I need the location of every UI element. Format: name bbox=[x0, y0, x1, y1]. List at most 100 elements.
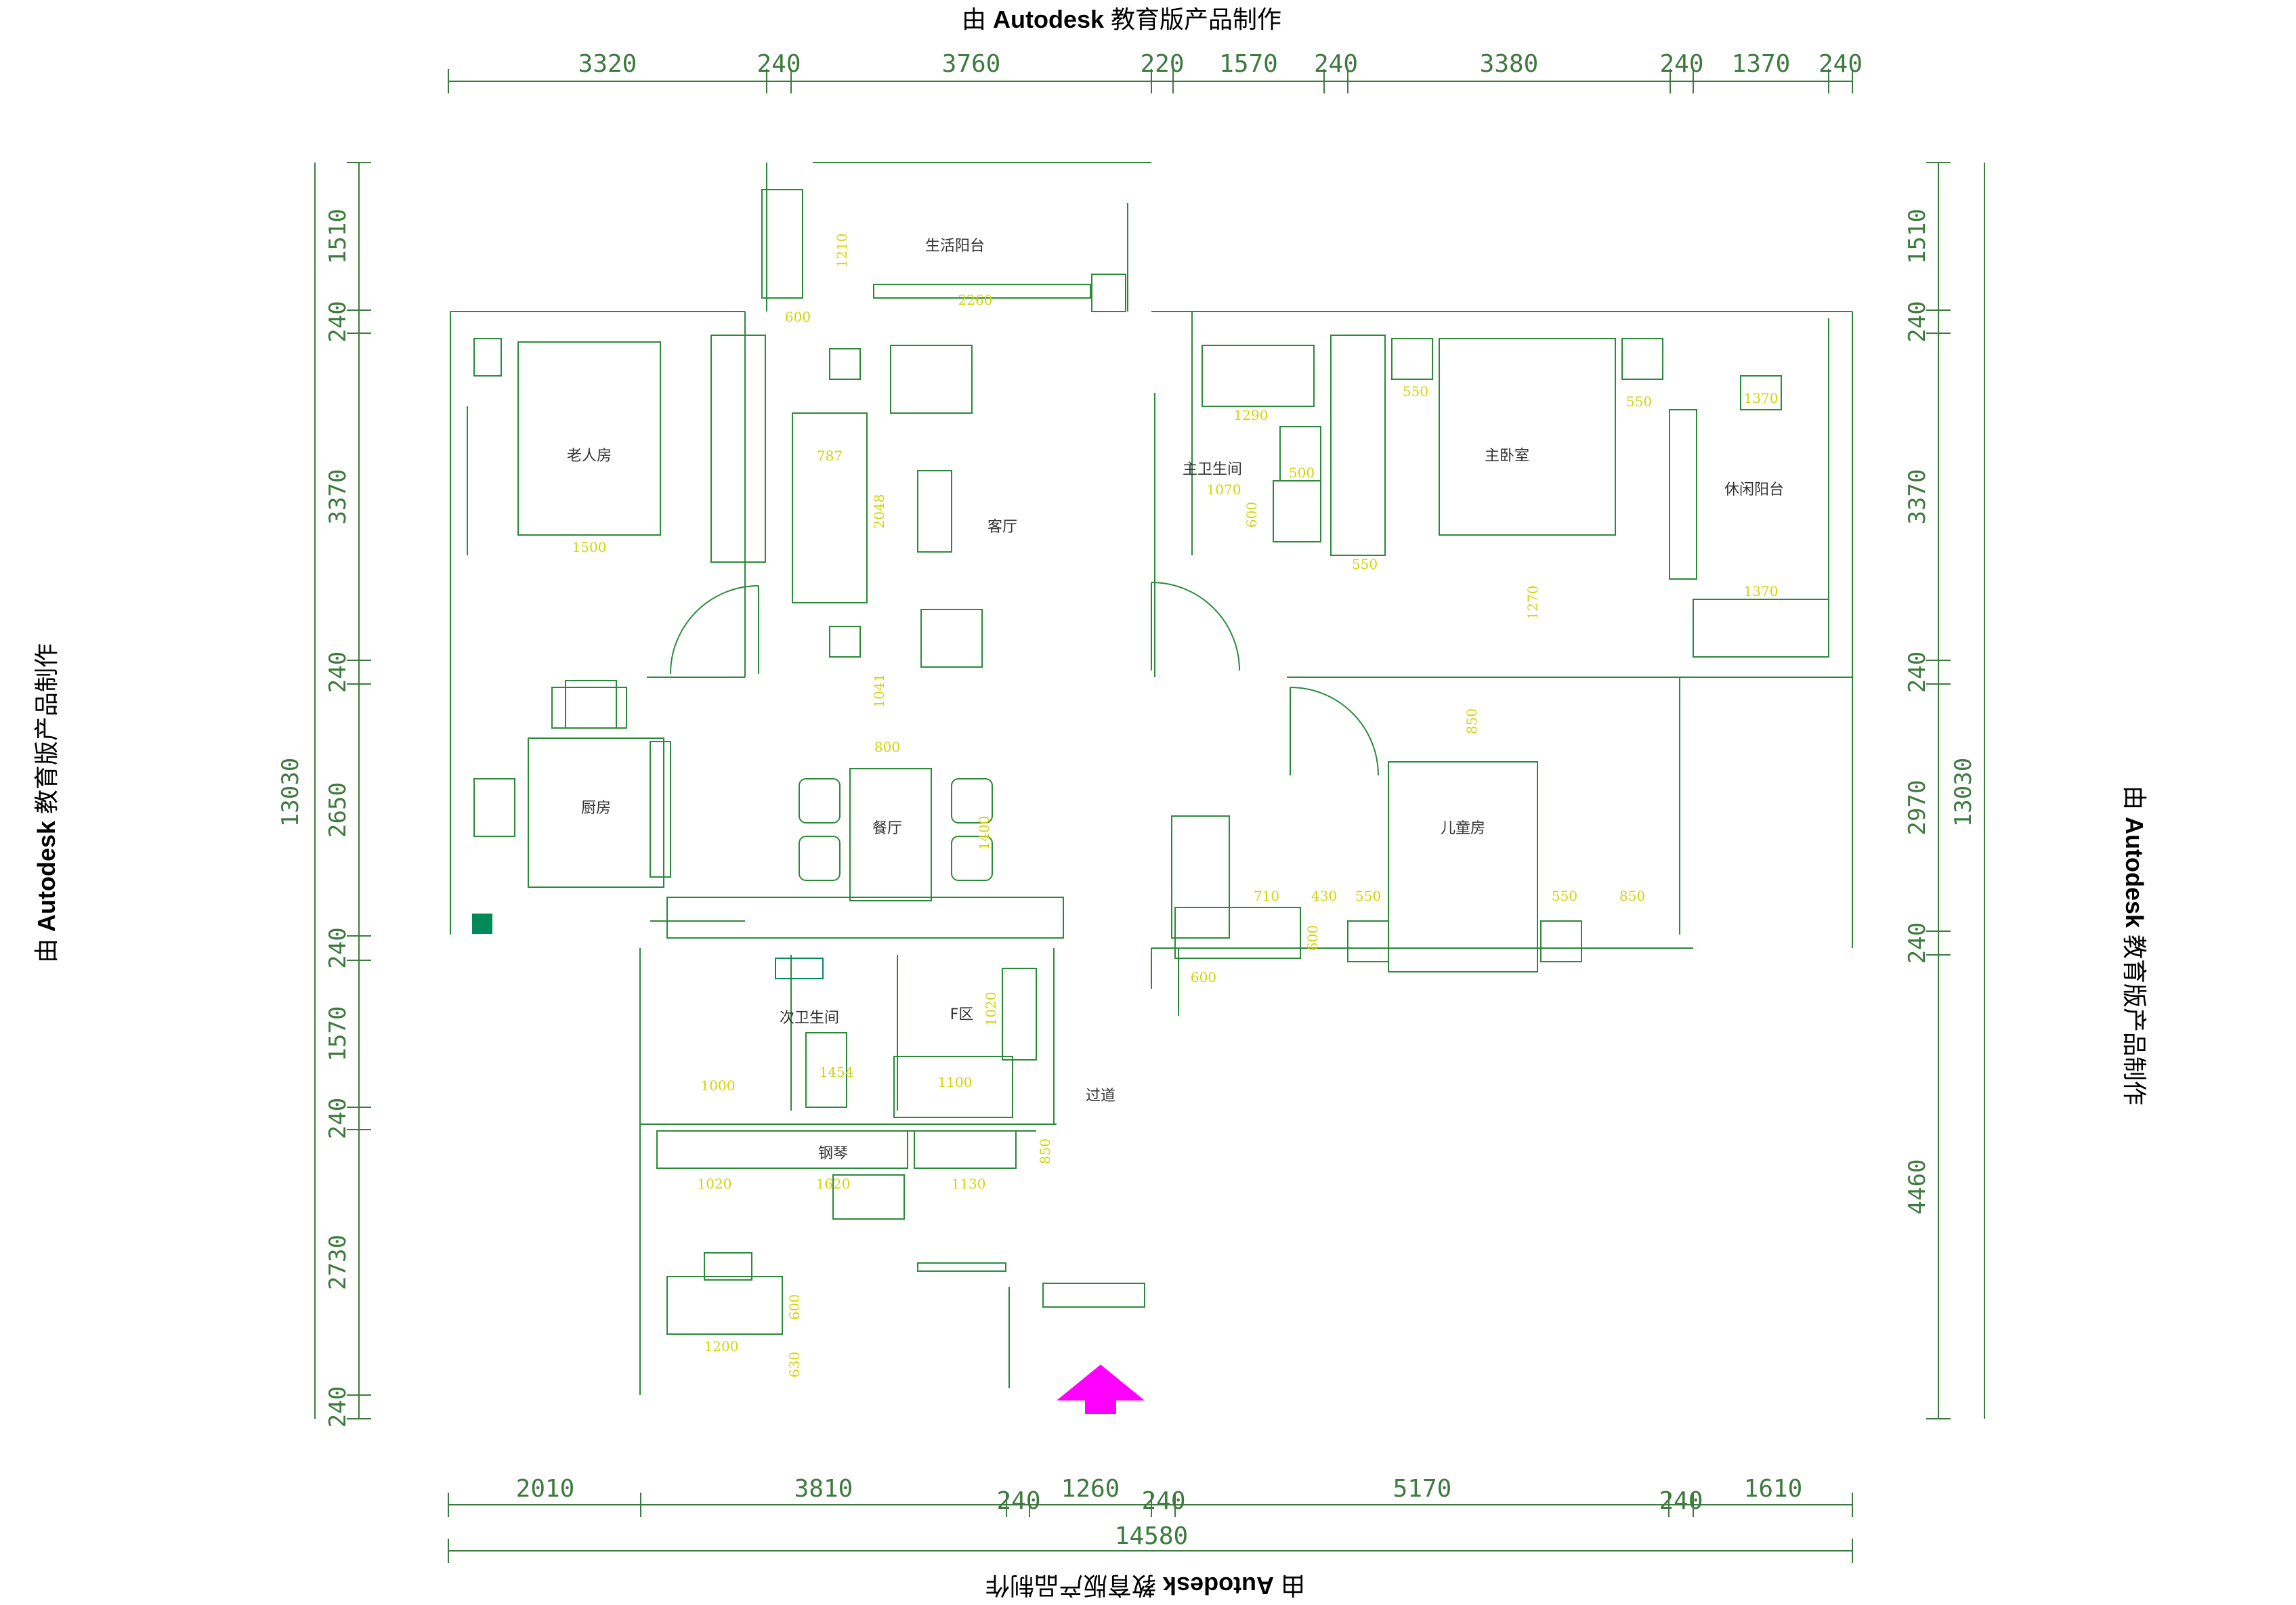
inner-dimension-label: 1070 bbox=[1207, 481, 1241, 498]
dimension-label: 240 bbox=[1659, 50, 1703, 78]
armchair bbox=[890, 345, 973, 414]
inner-dimension-label: 550 bbox=[1352, 556, 1378, 572]
dimension-label: 2010 bbox=[516, 1475, 575, 1503]
dimension-label: 240 bbox=[1141, 1487, 1185, 1515]
nightstand bbox=[1621, 338, 1663, 380]
inner-dimension-label: 800 bbox=[874, 739, 900, 755]
shoe-cabinet bbox=[914, 1130, 1017, 1169]
dimension-label: 240 bbox=[1904, 301, 1931, 342]
dimension-label: 240 bbox=[324, 1098, 352, 1139]
door-swing bbox=[1290, 687, 1379, 776]
leisure-seat bbox=[1669, 409, 1697, 580]
nightstand bbox=[1540, 920, 1582, 962]
wardrobe bbox=[1330, 335, 1386, 556]
toilet bbox=[805, 1032, 847, 1108]
inner-dimension-label: 600 bbox=[1191, 969, 1216, 985]
kitchen-counter bbox=[528, 737, 664, 888]
inner-dimension-label: 550 bbox=[1626, 393, 1652, 410]
door-swing bbox=[670, 585, 759, 675]
elder-bed bbox=[517, 341, 661, 536]
bathtub bbox=[1202, 345, 1315, 407]
room-label-balcony-life: 生活阳台 bbox=[925, 238, 985, 255]
room-label-kids-room: 儿童房 bbox=[1441, 820, 1485, 837]
dimension-label: 240 bbox=[324, 301, 352, 342]
inner-dimension-label: 1454 bbox=[820, 1064, 854, 1080]
inner-dimension-label: 1100 bbox=[938, 1074, 973, 1090]
desk bbox=[1174, 907, 1301, 959]
room-label-laundry: F区 bbox=[950, 1006, 974, 1023]
dimension-label: 2970 bbox=[1904, 780, 1931, 836]
entrance-arrow-icon bbox=[1057, 1365, 1145, 1414]
dimension-label: 1260 bbox=[1061, 1475, 1120, 1503]
lamp-table bbox=[829, 348, 861, 380]
rail bbox=[917, 1262, 1006, 1272]
dimension-label: 4460 bbox=[1904, 1159, 1931, 1215]
inner-dimension-label: 550 bbox=[1355, 888, 1381, 904]
nightstand bbox=[1391, 338, 1433, 380]
leisure-cabinet bbox=[1693, 599, 1829, 658]
dimension-label: 1570 bbox=[324, 1006, 352, 1062]
piano-stool bbox=[832, 1174, 905, 1220]
dimension-label: 3810 bbox=[794, 1475, 853, 1503]
dimension-label: 3370 bbox=[324, 469, 352, 525]
dimension-label: 3320 bbox=[578, 50, 637, 78]
inner-dimension-label: 500 bbox=[1289, 465, 1315, 481]
room-label-corridor: 过道 bbox=[1086, 1088, 1115, 1105]
room-label-piano: 钢琴 bbox=[818, 1145, 848, 1162]
inner-dimension-label: 1210 bbox=[834, 234, 850, 268]
dimension-label: 5170 bbox=[1393, 1475, 1452, 1503]
room-label-elder-room: 老人房 bbox=[567, 448, 612, 465]
wardrobe bbox=[1171, 815, 1230, 939]
marker-icon bbox=[472, 914, 492, 934]
dimension-label: 3760 bbox=[942, 50, 1001, 78]
sink bbox=[473, 778, 515, 837]
inner-dimension-label: 2048 bbox=[871, 494, 887, 529]
inner-dimension-label: 1370 bbox=[1744, 390, 1779, 406]
inner-dimension-label: 1620 bbox=[816, 1176, 851, 1192]
master-bed bbox=[1439, 338, 1616, 536]
dimension-label: 240 bbox=[1904, 651, 1931, 693]
dimension-label: 240 bbox=[757, 50, 801, 78]
inner-dimension-label: 1290 bbox=[1234, 407, 1269, 423]
dimension-label: 240 bbox=[1904, 922, 1931, 964]
window bbox=[650, 741, 671, 878]
study-desk bbox=[666, 1276, 783, 1335]
dimension-total-left: 13030 bbox=[277, 758, 304, 827]
dimension-label: 1610 bbox=[1744, 1475, 1803, 1503]
inner-dimension-label: 1500 bbox=[572, 539, 607, 555]
inner-dimension-label: 1000 bbox=[701, 1077, 736, 1094]
stove bbox=[551, 687, 627, 729]
dimension-label: 240 bbox=[324, 651, 352, 693]
inner-dimension-label: 600 bbox=[1304, 925, 1321, 951]
inner-dimension-label: 2260 bbox=[958, 292, 993, 308]
sliding-window bbox=[873, 284, 1091, 299]
washer bbox=[761, 189, 803, 299]
inner-dimension-label: 787 bbox=[817, 448, 843, 464]
inner-dimension-label: 600 bbox=[1243, 502, 1260, 528]
sofa bbox=[792, 412, 868, 603]
inner-dimension-label: 850 bbox=[1037, 1138, 1053, 1164]
side-table bbox=[920, 609, 983, 668]
room-label-kitchen: 厨房 bbox=[581, 800, 611, 817]
inner-dimension-label: 1041 bbox=[871, 674, 887, 708]
dining-chair bbox=[799, 778, 841, 823]
inner-dimension-label: 430 bbox=[1311, 888, 1337, 904]
inner-dimension-label: 600 bbox=[785, 309, 811, 325]
inner-dimension-label: 1270 bbox=[1525, 586, 1541, 620]
cabinet bbox=[1091, 274, 1126, 312]
cabinet bbox=[1002, 968, 1037, 1061]
dimension-label: 240 bbox=[1314, 50, 1358, 78]
inner-dimension-label: 850 bbox=[1464, 708, 1480, 734]
dining-chair bbox=[951, 778, 993, 823]
vanity bbox=[893, 1056, 1013, 1118]
room-label-dining: 餐厅 bbox=[872, 820, 902, 837]
room-label-living: 客厅 bbox=[987, 519, 1017, 536]
room-label-master-bath: 主卫生间 bbox=[1183, 461, 1242, 478]
sideboard bbox=[666, 897, 1064, 939]
room-label-leisure-balcony: 休闲阳台 bbox=[1724, 481, 1784, 498]
dimension-label: 240 bbox=[1819, 50, 1863, 78]
inner-dimension-label: 1020 bbox=[698, 1176, 732, 1192]
piano-cabinet bbox=[656, 1130, 908, 1169]
dimension-label: 2730 bbox=[324, 1235, 352, 1290]
dimension-label: 240 bbox=[324, 927, 352, 968]
